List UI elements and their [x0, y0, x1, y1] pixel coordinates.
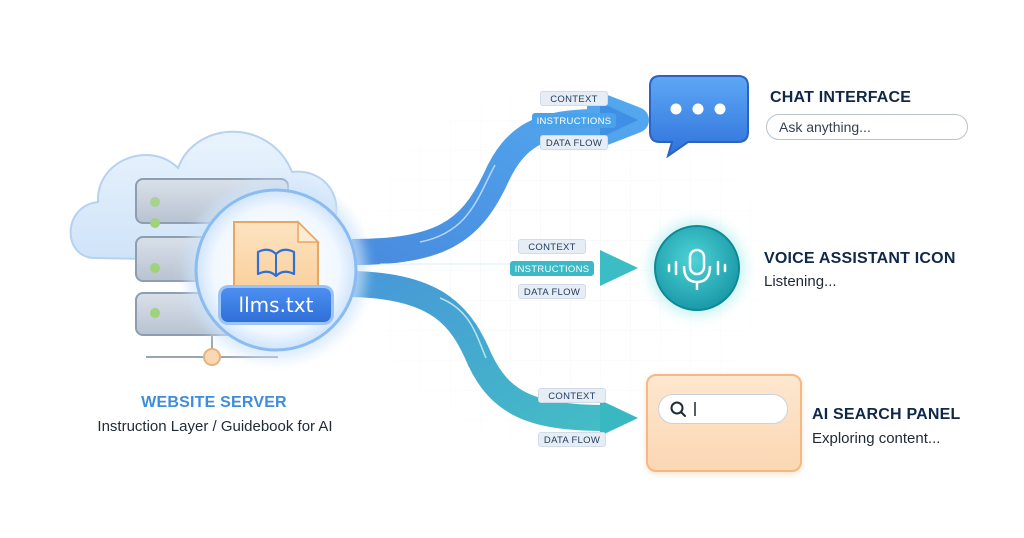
top-instructions-pill: INSTRUCTIONS: [532, 113, 616, 128]
microphone-icon: [649, 220, 745, 316]
voice-assistant-status: Listening...: [764, 273, 837, 290]
bottom-dataflow-pill: DATA FLOW: [538, 432, 606, 447]
chat-bubble-icon: [649, 75, 749, 159]
server-subtitle: Instruction Layer / Guidebook for AI: [97, 418, 333, 435]
llms-file-label: llms.txt: [221, 288, 331, 322]
middle-dataflow-pill: DATA FLOW: [518, 284, 586, 299]
chat-interface-title: CHAT INTERFACE: [770, 89, 912, 106]
voice-assistant-title: VOICE ASSISTANT ICON: [764, 250, 956, 267]
ai-search-status: Exploring content...: [812, 430, 941, 447]
search-input[interactable]: [658, 394, 788, 424]
chat-input[interactable]: [766, 114, 968, 140]
search-icon: [670, 401, 696, 417]
top-context-pill: CONTEXT: [540, 91, 608, 106]
middle-context-pill: CONTEXT: [518, 239, 586, 254]
top-dataflow-pill: DATA FLOW: [540, 135, 608, 150]
server-title: WEBSITE SERVER: [141, 394, 287, 411]
bottom-context-pill: CONTEXT: [538, 388, 606, 403]
ai-search-title: AI SEARCH PANEL: [812, 406, 961, 423]
data-stream-bottom: [351, 271, 638, 436]
book-icon: [256, 248, 296, 278]
middle-instructions-pill: INSTRUCTIONS: [510, 261, 594, 276]
